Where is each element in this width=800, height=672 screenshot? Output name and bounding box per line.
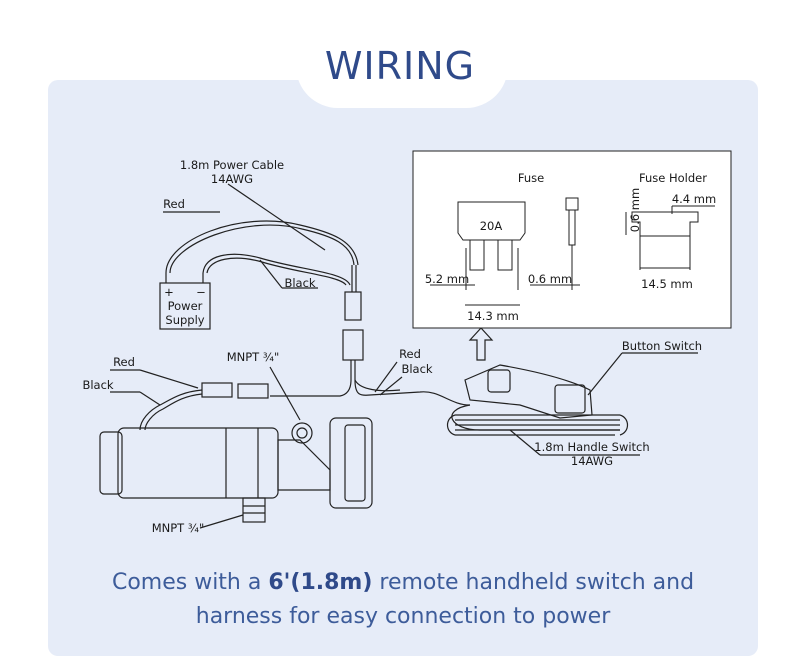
power-cable-label: 1.8m Power Cable (180, 158, 284, 172)
power-supply-label-2: Supply (165, 313, 204, 327)
dim-5-2-label: 5.2 mm (425, 272, 469, 286)
fuse-detail-box (412, 150, 732, 329)
button-switch-label: Button Switch (622, 339, 702, 353)
power-cable-gauge-label: 14AWG (211, 172, 253, 186)
handle-switch-gauge-label: 14AWG (571, 454, 613, 468)
black-wire-top-label: Black (284, 276, 315, 290)
arrow-up-icon (468, 327, 494, 361)
power-supply-label-1: Power (168, 299, 203, 313)
dim-0-6-holder-label: 0.6 mm (628, 188, 642, 232)
outlet-port-top (291, 422, 313, 444)
fuse-title: Fuse (518, 171, 544, 185)
caption-line-2: harness for easy connection to power (195, 604, 611, 629)
black-wire-mid-label: Black (401, 362, 432, 376)
red-wire-mid-label: Red (399, 347, 421, 361)
dim-0-6-fuse-label: 0.6 mm (528, 272, 572, 286)
plug-connector-left (201, 382, 233, 398)
wiring-diagram: 1.8m Power Cable 14AWG Red Black + − Pow… (82, 150, 732, 535)
title-tab (296, 40, 508, 108)
caption-line-1-start: Comes with a (111, 570, 269, 595)
plus-terminal-label: + (164, 285, 174, 299)
fuse-rating-label: 20A (480, 219, 503, 233)
power-supply-box (159, 282, 211, 330)
outlet-port-bottom (242, 497, 266, 523)
caption-line-1-end: remote handheld switch and (372, 570, 695, 595)
dim-4-4-label: 4.4 mm (672, 192, 716, 206)
fuse-holder-title: Fuse Holder (639, 171, 707, 185)
mnpt-bottom-label: MNPT ¾" (152, 521, 205, 535)
red-wire-top-label: Red (163, 197, 185, 211)
red-wire-left-label: Red (113, 355, 135, 369)
handle-switch-coil (446, 404, 629, 436)
caption-line-1-bold: 6'(1.8m) (268, 570, 373, 595)
black-wire-left-label: Black (82, 378, 113, 392)
caption: Comes with a 6'(1.8m) remote handheld sw… (48, 566, 758, 634)
red-wire-top (165, 220, 359, 274)
caption-line-1: Comes with a 6'(1.8m) remote handheld sw… (48, 566, 758, 600)
page-title: WIRING (324, 44, 476, 88)
button-switch (464, 364, 593, 419)
mnpt-top-label: MNPT ¾" (227, 350, 280, 364)
dim-14-5-label: 14.5 mm (641, 277, 693, 291)
pump-motor (117, 427, 279, 499)
fuse-icon (457, 201, 526, 241)
dim-14-3-label: 14.3 mm (467, 309, 519, 323)
pump-head (277, 439, 331, 491)
minus-terminal-label: − (196, 285, 206, 299)
black-wire-top (202, 253, 351, 286)
handle-switch-label: 1.8m Handle Switch (534, 440, 649, 454)
plug-connector-top (344, 291, 362, 321)
